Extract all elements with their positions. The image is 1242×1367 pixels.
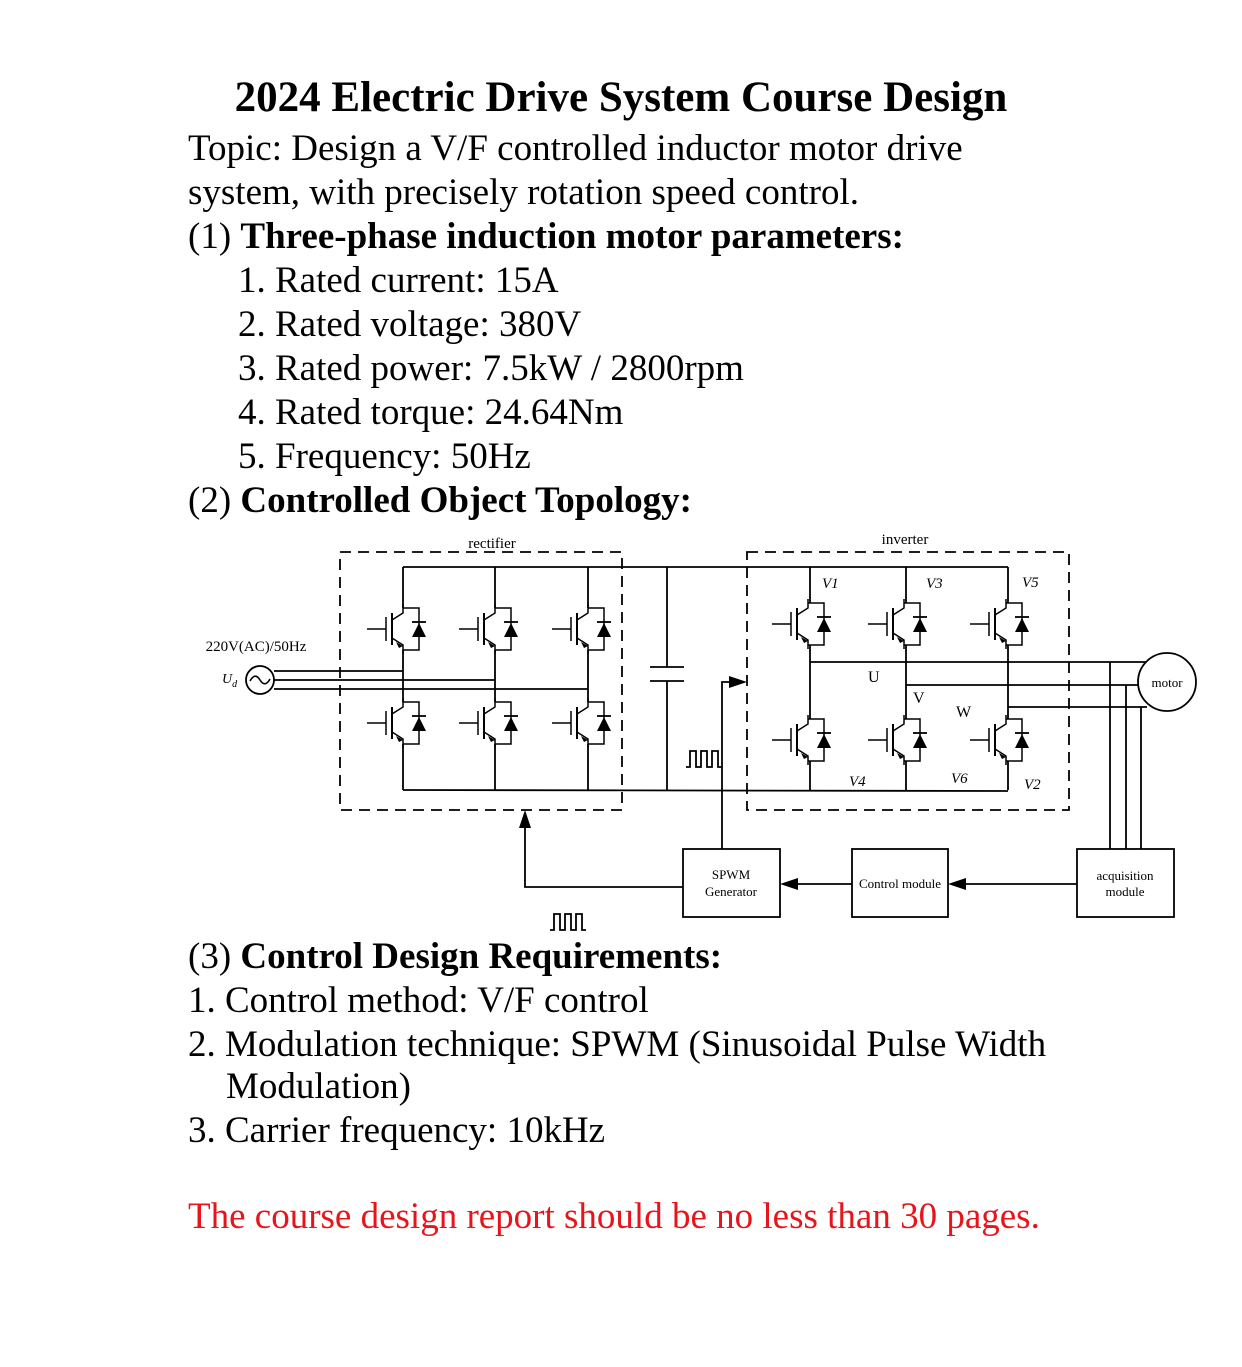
inverter-label: inverter — [882, 532, 929, 548]
source-symbol-main: U — [222, 672, 233, 687]
spwm-generator-block — [682, 848, 781, 918]
switch-label-v4: V4 — [849, 774, 866, 790]
section-1-heading: (1) Three-phase induction motor paramete… — [188, 215, 904, 259]
rectifier-switch — [458, 697, 519, 749]
item-number: 1. — [188, 980, 216, 1021]
item-text: Frequency: 50Hz — [275, 436, 531, 477]
inverter-switch-v3 — [867, 598, 928, 650]
phase-label-w: W — [956, 704, 972, 721]
rectifier-label: rectifier — [468, 536, 515, 552]
rectifier-switch — [551, 697, 612, 749]
acquisition-label-1: acquisition — [1096, 868, 1154, 883]
arrow-icon — [729, 676, 747, 688]
item-text: Rated power: 7.5kW / 2800rpm — [275, 348, 744, 389]
acquisition-label-2: module — [1106, 884, 1145, 899]
switch-label-v2: V2 — [1024, 777, 1041, 793]
inverter-switch-v4 — [771, 714, 832, 766]
requirement-3: 3. Carrier frequency: 10kHz — [188, 1109, 605, 1153]
switch-label-v6: V6 — [951, 771, 968, 787]
item-number: 5. — [238, 436, 266, 477]
inverter-box — [746, 551, 1070, 811]
motor-param-2: 2. Rated voltage: 380V — [238, 303, 581, 347]
section-3-heading: (3) Control Design Requirements: — [188, 935, 722, 979]
item-number: 1. — [238, 260, 266, 301]
section-3-title: Control Design Requirements: — [240, 936, 723, 977]
inverter-switch-v6 — [867, 714, 928, 766]
item-text: Rated voltage: 380V — [275, 304, 582, 345]
rectifier-switch — [366, 603, 427, 655]
item-number: 3. — [238, 348, 266, 389]
rectifier-switch — [366, 697, 427, 749]
spwm-label-2: Generator — [705, 884, 758, 899]
topic-line-2: system, with precisely rotation speed co… — [188, 172, 859, 213]
item-number: 4. — [238, 392, 266, 433]
motor-param-1: 1. Rated current: 15A — [238, 259, 559, 303]
source-label: 220V(AC)/50Hz — [206, 639, 307, 655]
requirement-2-continued: Modulation) — [226, 1066, 411, 1107]
spwm-label-1: SPWM — [712, 867, 751, 882]
switch-label-v1: V1 — [822, 576, 839, 592]
item-text: Rated current: 15A — [275, 260, 559, 301]
switch-label-v5: V5 — [1022, 575, 1039, 591]
inverter-switch-v1 — [771, 598, 832, 650]
acquisition-module-block — [1076, 848, 1175, 918]
phase-label-v: V — [913, 690, 925, 707]
section-1-number: (1) — [188, 216, 232, 257]
item-number: 2. — [238, 304, 266, 345]
motor-param-5: 5. Frequency: 50Hz — [238, 435, 531, 479]
source-symbol: Ud — [222, 672, 238, 690]
page-count-note: The course design report should be no le… — [188, 1196, 1040, 1237]
item-text: Control method: V/F control — [225, 980, 649, 1021]
arrow-icon — [948, 878, 966, 890]
pulse-waveform-icon — [550, 913, 586, 931]
source-symbol-sub: d — [232, 679, 238, 690]
inverter-switch-v2 — [969, 714, 1030, 766]
control-module-block — [851, 848, 949, 918]
control-module-label: Control module — [859, 876, 941, 891]
motor-icon — [1137, 652, 1197, 712]
rectifier-box — [339, 551, 623, 811]
motor-param-4: 4. Rated torque: 24.64Nm — [238, 391, 623, 435]
motor-label: motor — [1151, 675, 1183, 690]
motor-param-3: 3. Rated power: 7.5kW / 2800rpm — [238, 347, 744, 391]
section-3-number: (3) — [188, 936, 232, 977]
dc-bus-negative — [402, 789, 1009, 792]
section-1-title: Three-phase induction motor parameters: — [240, 216, 904, 257]
page-title: 2024 Electric Drive System Course Design — [234, 74, 1008, 121]
pulse-waveform-icon — [686, 750, 722, 768]
section-2-title: Controlled Object Topology: — [240, 480, 692, 521]
item-text: Rated torque: 24.64Nm — [275, 392, 624, 433]
arrow-icon — [519, 810, 531, 828]
rectifier-switch — [551, 603, 612, 655]
section-2-number: (2) — [188, 480, 232, 521]
requirement-1: 1. Control method: V/F control — [188, 979, 649, 1023]
item-number: 3. — [188, 1110, 216, 1151]
requirement-2: 2. Modulation technique: SPWM (Sinusoida… — [188, 1023, 1046, 1067]
phase-label-u: U — [868, 669, 880, 686]
item-number: 2. — [188, 1024, 216, 1065]
switch-label-v3: V3 — [926, 576, 943, 592]
item-text: Carrier frequency: 10kHz — [225, 1110, 606, 1151]
item-text: Modulation technique: SPWM (Sinusoidal P… — [225, 1024, 1047, 1065]
arrow-icon — [780, 878, 798, 890]
topic-line-1: Topic: Design a V/F controlled inductor … — [188, 128, 963, 169]
section-2-heading: (2) Controlled Object Topology: — [188, 479, 692, 523]
inverter-switch-v5 — [969, 598, 1030, 650]
rectifier-switch — [458, 603, 519, 655]
